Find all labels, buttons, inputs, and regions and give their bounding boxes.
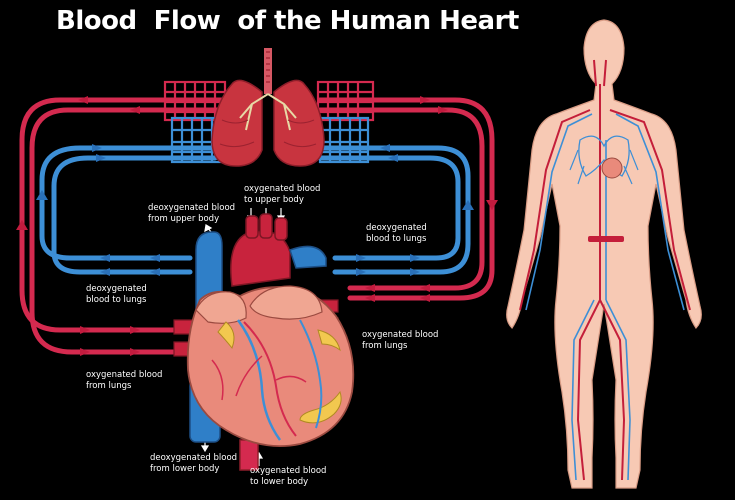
label-line: oxygenated blood (244, 184, 321, 194)
human-body (506, 19, 702, 489)
heart (173, 213, 355, 471)
label-line: deoxygenated (86, 284, 147, 294)
deoxygenated-loops-left (39, 145, 218, 275)
label-line: oxygenated blood (362, 330, 439, 340)
label-line: deoxygenated (366, 223, 427, 233)
label-deoxygenated-to-lungs-right: deoxygenated blood to lungs (366, 223, 427, 245)
oxygenated-loops-left (19, 97, 233, 355)
lungs (211, 48, 325, 167)
label-line: from lower body (150, 464, 220, 474)
label-line: blood to lungs (86, 295, 147, 305)
label-line: deoxygenated blood (148, 203, 236, 213)
label-line: oxygenated blood (250, 466, 327, 476)
label-line: to upper body (244, 195, 304, 205)
page-title: Blood Flow of the Human Heart (56, 6, 519, 36)
label-oxygenated-from-lungs-right: oxygenated blood from lungs (362, 330, 438, 352)
label-deoxygenated-upper-body: deoxygenated blood from upper body (148, 203, 235, 225)
label-line: deoxygenated blood (150, 453, 238, 463)
label-line: blood to lungs (366, 234, 427, 244)
label-deoxygenated-lower-body: deoxygenated blood from lower body (150, 453, 237, 475)
label-line: to lower body (250, 477, 309, 487)
label-line: oxygenated blood (86, 370, 163, 380)
label-oxygenated-lower-body: oxygenated blood to lower body (250, 466, 326, 488)
label-oxygenated-from-lungs-left: oxygenated blood from lungs (86, 370, 162, 392)
label-line: from lungs (362, 341, 408, 351)
deoxygenated-loops-right (317, 145, 471, 275)
label-line: from lungs (86, 381, 132, 391)
capillary-grid-blue (170, 116, 370, 164)
flow-arrows (16, 96, 498, 356)
capillary-grid-red (163, 80, 375, 122)
label-line: from upper body (148, 214, 220, 224)
label-deoxygenated-to-lungs-left: deoxygenated blood to lungs (86, 284, 147, 306)
label-oxygenated-upper-body: oxygenated blood to upper body (244, 184, 320, 206)
oxygenated-loops-right (317, 97, 495, 301)
